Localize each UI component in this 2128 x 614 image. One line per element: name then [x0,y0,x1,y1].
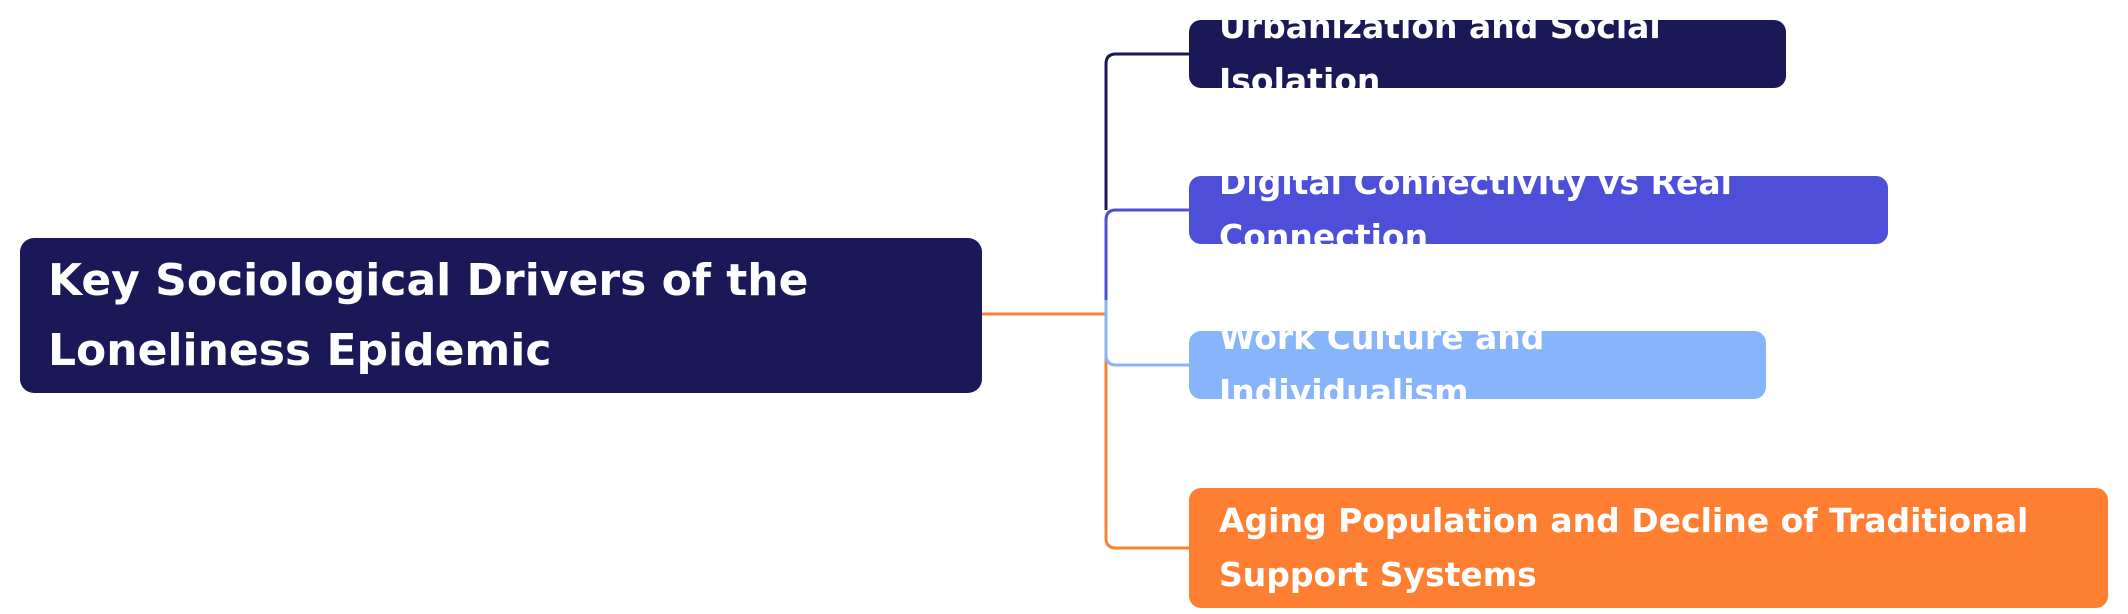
root-topic-label: Key Sociological Drivers of the Loneline… [48,254,809,376]
connector-branch-1 [1104,52,1189,210]
branch-topic-label: Work Culture and Individualism [1219,318,1545,411]
connector-branch-4 [1104,314,1189,550]
branch-topic-digital-connectivity[interactable]: Digital Connectivity vs Real Connection [1189,163,1888,256]
branch-topic-label: Urbanization and Social Isolation [1219,7,1661,100]
connector-branch-2 [1104,208,1189,300]
branch-topic-label: Digital Connectivity vs Real Connection [1219,163,1732,256]
branch-topic-work-culture[interactable]: Work Culture and Individualism [1189,318,1766,411]
branch-topic-aging-population[interactable]: Aging Population and Decline of Traditio… [1189,488,2108,608]
connector-branch-3 [1104,220,1189,367]
branch-topic-label: Aging Population and Decline of Traditio… [1219,501,2029,594]
branch-topic-urbanization[interactable]: Urbanization and Social Isolation [1189,7,1786,100]
root-topic[interactable]: Key Sociological Drivers of the Loneline… [20,238,982,393]
